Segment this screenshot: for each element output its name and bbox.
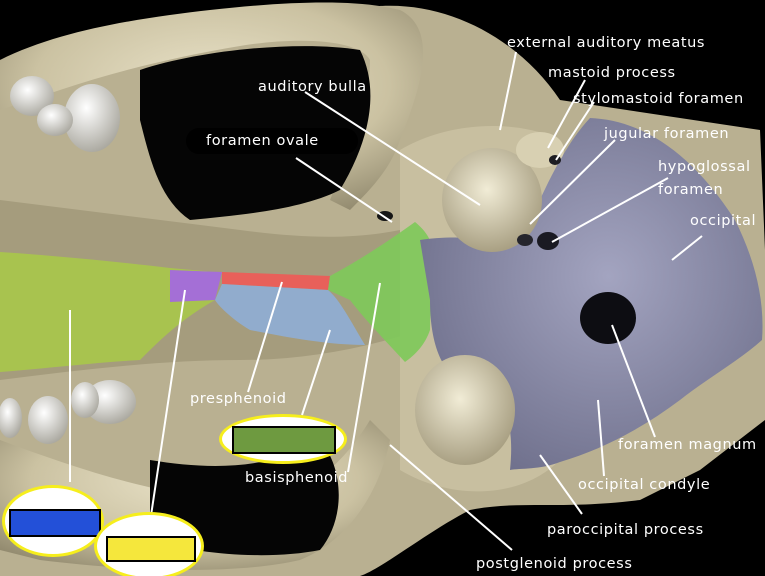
label-presphenoid: presphenoid [190, 391, 287, 407]
label-basisphenoid: basisphenoid [245, 470, 349, 486]
label-hypoglossal-foramen-line2: foramen [658, 182, 724, 198]
label-postglenoid-process: postglenoid process [476, 556, 633, 572]
label-stylomastoid-foramen: stylomastoid foramen [573, 91, 744, 107]
label-paroccipital-process: paroccipital process [547, 522, 704, 538]
foramen-ovale-label-bg [186, 128, 358, 154]
auditory-bulla-shape [442, 148, 542, 252]
label-external-auditory-meatus: external auditory meatus [507, 35, 706, 51]
label-occipital-condyle: occipital condyle [578, 477, 711, 493]
label-jugular-foramen: jugular foramen [604, 126, 730, 142]
label-foramen-magnum: foramen magnum [618, 437, 757, 453]
label-foramen-ovale: foramen ovale [206, 133, 319, 149]
teeth [0, 76, 136, 444]
leader-lines [69, 51, 703, 551]
lower-bulla-shape [415, 355, 515, 465]
yellow-answer-swatch [106, 536, 196, 562]
blue-answer-swatch [9, 509, 101, 537]
green-answer-swatch [232, 426, 336, 454]
label-mastoid-process: mastoid process [548, 65, 676, 81]
label-auditory-bulla: auditory bulla [258, 79, 367, 95]
label-hypoglossal-foramen-line1: hypoglossal [658, 159, 751, 175]
foramina [377, 155, 636, 344]
label-occipital: occipital [690, 213, 757, 229]
